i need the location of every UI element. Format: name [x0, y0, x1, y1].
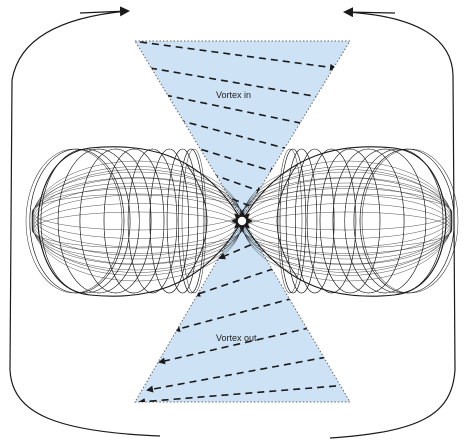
vortex-out-label: Vortex out: [216, 333, 257, 343]
torus-meridian: [29, 148, 125, 294]
torus-meridian: [295, 148, 335, 294]
torus-parallel: [31, 171, 243, 265]
torus-inner-arc: [186, 164, 208, 278]
outer-loop-left: [9, 10, 161, 437]
torus-meridian: [166, 148, 199, 294]
star-core: [237, 216, 247, 226]
torus-parallel: [241, 186, 453, 265]
torus-meridian: [29, 148, 125, 294]
swirl-arrow-in: [199, 169, 264, 194]
swirl-arrow-out: [193, 264, 286, 297]
swirl-arrow-out: [138, 384, 349, 402]
torus-parallel: [241, 171, 453, 265]
torus-parallel: [31, 177, 243, 256]
outer-loop-right: [329, 11, 456, 439]
vortex-in-swirl-lines: [139, 41, 337, 210]
swirl-arrow-in: [149, 67, 327, 101]
vortex-in-label: Vortex in: [216, 90, 251, 100]
sun-star-icon: [231, 210, 253, 232]
outer-circulation-loop: [9, 6, 456, 439]
torus-meridian: [127, 148, 178, 294]
torus-meridian: [25, 148, 123, 294]
swirl-arrow-in: [164, 94, 312, 128]
swirl-arrow-in: [177, 119, 294, 153]
swirl-arrow-in: [209, 189, 257, 210]
torus-parallel: [241, 194, 453, 260]
swirl-arrow-out: [158, 324, 323, 365]
torus-meridian: [306, 148, 357, 294]
arrow-top-right: [343, 7, 396, 18]
torus-meridian: [127, 148, 178, 294]
torus-parallel: [31, 186, 243, 265]
swirl-arrow-in: [139, 41, 337, 71]
torus-meridian: [332, 148, 405, 294]
torus-parallel: [31, 182, 243, 248]
torus-parallel: [241, 182, 453, 248]
torus-meridian: [359, 148, 455, 294]
torus-meridian: [57, 148, 140, 294]
torus-meridian: [177, 148, 205, 294]
torus-meridian: [79, 148, 152, 294]
torus-meridian: [361, 148, 459, 294]
torus-parallel: [31, 194, 243, 260]
torus-meridian: [103, 148, 165, 294]
torus-meridian: [344, 148, 427, 294]
torus-meridian: [149, 148, 189, 294]
torus-meridian: [40, 148, 131, 294]
torus-meridian: [353, 148, 444, 294]
vortex-out-swirl-lines: [138, 239, 349, 402]
torus-inner-arc: [276, 164, 298, 278]
torus-parallel: [241, 177, 453, 256]
torus-meridian: [285, 148, 318, 294]
torus-parallel: [31, 160, 243, 282]
torus-meridian: [57, 148, 140, 294]
vortex-in-cone: [134, 40, 351, 219]
torus-meridian: [319, 148, 381, 294]
swirl-arrow-out: [218, 239, 263, 260]
swirl-arrow-out: [173, 294, 306, 333]
torus-parallel: [241, 160, 453, 282]
swirl-arrow-out: [146, 354, 339, 393]
torus-parallel: [241, 177, 453, 271]
torus-parallel: [31, 177, 243, 271]
arrow-top-left: [79, 6, 130, 17]
torus-meridian: [344, 148, 427, 294]
torus-meridian: [306, 148, 357, 294]
swirl-arrow-in: [189, 145, 277, 174]
torus-meridian: [359, 148, 455, 294]
